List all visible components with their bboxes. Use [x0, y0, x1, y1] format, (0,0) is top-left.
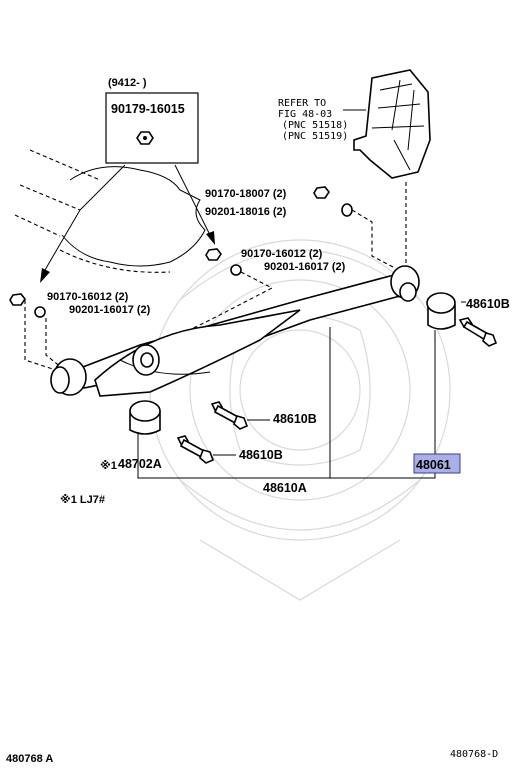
frame-bracket-icon [353, 69, 431, 179]
footnote: ※1 LJ7# [60, 494, 105, 506]
boxed-part-group: (9412- ) 90179-16015 [105, 77, 199, 164]
part-label-90179-16015[interactable]: 90179-16015 [111, 102, 185, 116]
washer-icon [341, 203, 353, 217]
washer-icon [34, 306, 46, 318]
part-label-48610b-top[interactable]: 48610B [466, 297, 510, 311]
boxed-part-frame [105, 92, 199, 164]
watermark-emblem [149, 239, 451, 601]
note-mark-48702a: ※1 [100, 460, 117, 472]
part-label-90170-16012-left[interactable]: 90170-16012 (2) [47, 291, 129, 303]
body-outline [14, 149, 206, 273]
diagram-code-left: 480768 A [6, 753, 53, 765]
nut-icon [136, 131, 154, 145]
date-range-label: (9412- ) [108, 77, 147, 89]
diagram-code-right: 480768-D [450, 749, 498, 760]
lateral-control-rod[interactable] [50, 265, 420, 397]
part-label-90201-18016[interactable]: 90201-18016 (2) [205, 206, 287, 218]
part-label-90170-18007[interactable]: 90170-18007 (2) [205, 188, 287, 200]
hardware-left: 90170-16012 (2) 90201-16017 (2) [9, 291, 151, 373]
refer-line-1: REFER TO [278, 98, 326, 109]
hardware-mid-right: 90170-16012 (2) 90201-16017 (2) [147, 248, 346, 351]
washer-icon [230, 264, 242, 276]
hardware-upper-right: 90170-18007 (2) 90201-18016 (2) [205, 186, 396, 269]
part-label-90170-16012-right[interactable]: 90170-16012 (2) [241, 248, 323, 260]
part-label-48702a[interactable]: 48702A [118, 457, 162, 471]
bolt-upper-right-icon: 48610B [458, 297, 510, 347]
nut-icon [313, 186, 330, 199]
arrow-right [174, 164, 211, 236]
highlighted-part-48061[interactable]: 48061 [413, 453, 461, 474]
refer-line-3: (PNC 51518) [282, 120, 348, 131]
part-label-48061[interactable]: 48061 [416, 458, 451, 472]
bushing-left-icon [129, 400, 161, 435]
part-label-90201-16017-left[interactable]: 90201-16017 (2) [69, 304, 151, 316]
part-label-48610b-mid[interactable]: 48610B [273, 412, 317, 426]
nut-icon [205, 248, 222, 261]
part-label-90201-16017-right[interactable]: 90201-16017 (2) [264, 261, 346, 273]
refer-line-4: (PNC 51519) [282, 131, 348, 142]
part-label-48610a[interactable]: 48610A [263, 481, 307, 495]
refer-to-figure: REFER TO FIG 48-03 (PNC 51518) (PNC 5151… [278, 98, 366, 142]
nut-icon [9, 293, 26, 306]
part-label-48610b-low[interactable]: 48610B [239, 448, 283, 462]
bolt-low-icon: 48610B [176, 435, 283, 464]
arrow-left [44, 164, 126, 271]
refer-line-2: FIG 48-03 [278, 109, 332, 120]
bolt-mid-icon: 48610B [210, 401, 317, 430]
bushing-right-icon [426, 292, 456, 330]
